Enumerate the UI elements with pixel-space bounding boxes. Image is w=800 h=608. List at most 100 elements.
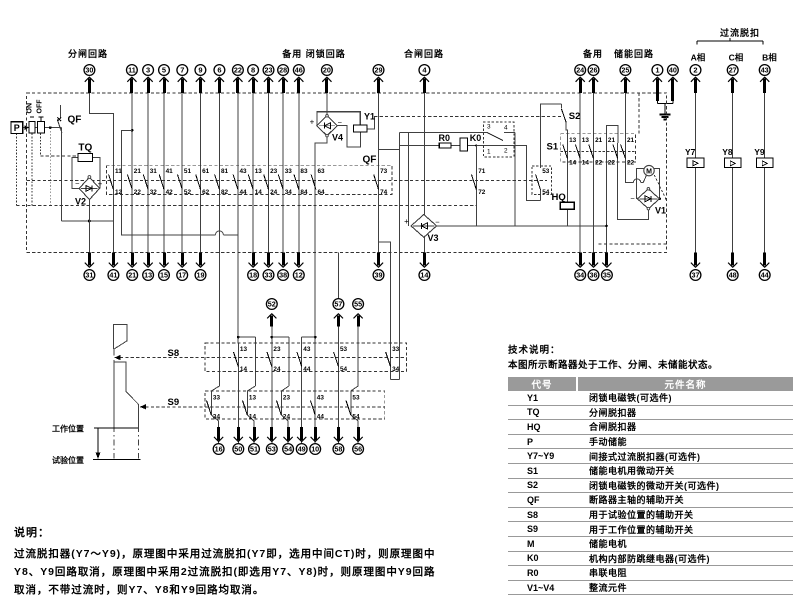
svg-text:K0: K0 — [470, 133, 482, 143]
svg-text:13: 13 — [249, 394, 257, 401]
svg-text:+: + — [310, 117, 315, 126]
svg-text:V1: V1 — [655, 206, 666, 216]
svg-text:40: 40 — [669, 66, 677, 75]
svg-text:4: 4 — [504, 125, 508, 132]
svg-text:13: 13 — [240, 346, 248, 353]
svg-text:14: 14 — [582, 160, 590, 167]
svg-text:18: 18 — [249, 271, 257, 280]
svg-text:23: 23 — [283, 394, 291, 401]
svg-text:36: 36 — [590, 271, 598, 280]
svg-text:QF: QF — [363, 155, 377, 166]
svg-text:+: + — [98, 179, 103, 188]
svg-text:B相: B相 — [762, 53, 777, 63]
svg-text:24: 24 — [576, 66, 584, 75]
svg-text:20: 20 — [323, 66, 331, 75]
svg-text:22: 22 — [595, 160, 603, 167]
svg-text:21: 21 — [128, 271, 136, 280]
svg-text:25: 25 — [621, 66, 629, 75]
svg-text:23: 23 — [265, 66, 273, 75]
svg-text:2: 2 — [693, 66, 697, 75]
svg-text:C相: C相 — [729, 53, 744, 63]
svg-text:23: 23 — [270, 168, 278, 175]
svg-text:A相: A相 — [691, 53, 706, 63]
svg-text:Y9: Y9 — [754, 147, 765, 157]
svg-text:P: P — [14, 123, 20, 133]
svg-text:ON: ON — [27, 103, 34, 114]
svg-text:43: 43 — [317, 394, 325, 401]
svg-text:24: 24 — [283, 414, 291, 421]
svg-text:34: 34 — [576, 271, 584, 280]
svg-text:52: 52 — [184, 189, 192, 196]
svg-text:55: 55 — [354, 300, 362, 309]
svg-text:42: 42 — [166, 189, 174, 196]
svg-text:S8: S8 — [168, 348, 180, 359]
svg-text:58: 58 — [334, 445, 342, 454]
svg-text:48: 48 — [729, 271, 737, 280]
svg-text:3: 3 — [487, 124, 491, 131]
svg-text:13: 13 — [255, 168, 263, 175]
svg-text:41: 41 — [166, 168, 174, 175]
svg-text:39: 39 — [375, 271, 383, 280]
svg-text:分闸回路: 分闸回路 — [68, 48, 108, 59]
svg-text:Y8: Y8 — [722, 147, 733, 157]
svg-text:84: 84 — [300, 189, 308, 196]
svg-text:33: 33 — [213, 394, 221, 401]
svg-text:1: 1 — [487, 149, 491, 156]
svg-text:11: 11 — [128, 66, 136, 75]
svg-text:31: 31 — [150, 168, 158, 175]
svg-text:8: 8 — [251, 66, 255, 75]
svg-text:31: 31 — [85, 271, 93, 280]
svg-text:21: 21 — [595, 137, 603, 144]
svg-text:22: 22 — [134, 189, 142, 196]
svg-text:34: 34 — [213, 414, 221, 421]
svg-text:43: 43 — [240, 168, 248, 175]
svg-text:35: 35 — [603, 271, 611, 280]
svg-text:14: 14 — [249, 414, 257, 421]
svg-text:19: 19 — [197, 271, 205, 280]
svg-text:34: 34 — [285, 189, 293, 196]
svg-text:6: 6 — [217, 66, 221, 75]
svg-text:−: − — [435, 218, 440, 227]
svg-text:53: 53 — [352, 394, 360, 401]
svg-text:V2: V2 — [75, 197, 86, 207]
svg-text:43: 43 — [761, 66, 769, 75]
svg-text:44: 44 — [240, 189, 248, 196]
svg-text:16: 16 — [215, 445, 223, 454]
svg-text:Y7: Y7 — [685, 147, 696, 157]
svg-text:50: 50 — [234, 445, 242, 454]
svg-text:V4: V4 — [332, 133, 343, 143]
svg-text:57: 57 — [334, 300, 342, 309]
svg-text:4: 4 — [422, 66, 427, 75]
svg-text:62: 62 — [202, 189, 210, 196]
svg-text:试验位置: 试验位置 — [52, 455, 84, 465]
svg-text:34: 34 — [392, 366, 400, 373]
svg-text:53: 53 — [340, 346, 348, 353]
svg-text:12: 12 — [115, 189, 123, 196]
svg-text:53: 53 — [268, 445, 276, 454]
svg-text:合闸回路: 合闸回路 — [404, 48, 444, 59]
svg-text:54: 54 — [340, 366, 348, 373]
svg-text:23: 23 — [273, 346, 281, 353]
svg-text:33: 33 — [392, 346, 400, 353]
svg-text:29: 29 — [375, 66, 383, 75]
svg-text:44: 44 — [303, 366, 311, 373]
svg-text:51: 51 — [184, 168, 192, 175]
svg-text:38: 38 — [279, 271, 287, 280]
svg-text:82: 82 — [221, 189, 229, 196]
svg-text:−: − — [75, 179, 80, 188]
svg-text:53: 53 — [542, 168, 550, 175]
svg-text:22: 22 — [627, 160, 635, 167]
svg-text:54: 54 — [542, 189, 550, 196]
svg-text:33: 33 — [265, 271, 273, 280]
svg-text:7: 7 — [180, 66, 184, 75]
svg-text:1: 1 — [655, 66, 659, 75]
svg-text:5: 5 — [162, 66, 166, 75]
svg-text:S2: S2 — [569, 111, 581, 122]
svg-text:21: 21 — [608, 137, 616, 144]
svg-text:13: 13 — [569, 137, 577, 144]
svg-text:14: 14 — [420, 271, 428, 280]
svg-text:Y1: Y1 — [364, 112, 375, 122]
svg-text:储能回路: 储能回路 — [614, 48, 654, 59]
svg-text:V3: V3 — [428, 233, 439, 243]
svg-text:44: 44 — [317, 414, 325, 421]
